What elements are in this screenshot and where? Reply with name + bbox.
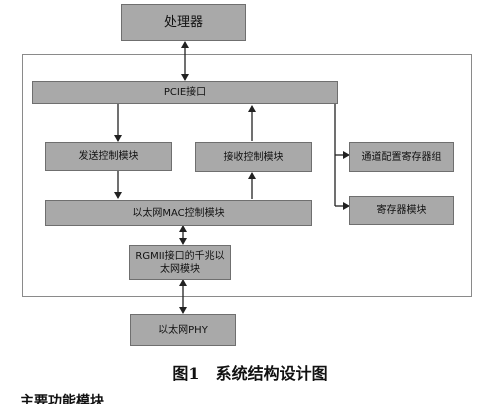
channel-config-label: 通道配置寄存器组 xyxy=(361,151,442,163)
register-module-label: 寄存器模块 xyxy=(376,205,427,216)
figure-number: 图1 xyxy=(172,364,200,383)
pcie-label: PCIE接口 xyxy=(163,87,207,98)
pcie-interface-block: PCIE接口 xyxy=(32,81,338,104)
figure-title: 系统结构设计图 xyxy=(215,364,328,383)
next-section-heading: 主要功能模块 xyxy=(20,394,104,404)
channel-config-register-block: 通道配置寄存器组 xyxy=(349,142,454,172)
ethernet-mac-control-block: 以太网MAC控制模块 xyxy=(45,200,312,226)
phy-label: 以太网PHY xyxy=(158,324,208,336)
processor-label: 处理器 xyxy=(163,15,203,30)
receive-control-block: 接收控制模块 xyxy=(195,142,312,172)
processor-block: 处理器 xyxy=(121,4,246,41)
send-control-label: 发送控制模块 xyxy=(78,151,139,162)
rgmii-label-line2: 太网模块 xyxy=(160,263,200,275)
register-module-block: 寄存器模块 xyxy=(349,196,454,225)
rgmii-label-line1: RGMII接口的千兆以 xyxy=(135,250,225,262)
ethernet-phy-block: 以太网PHY xyxy=(130,314,236,346)
mac-control-label: 以太网MAC控制模块 xyxy=(132,207,225,219)
figure-caption: 图1 系统结构设计图 xyxy=(0,360,500,384)
receive-control-label: 接收控制模块 xyxy=(223,151,284,163)
send-control-block: 发送控制模块 xyxy=(45,142,172,171)
system-boundary xyxy=(22,54,472,297)
rgmii-gigabit-ethernet-block: RGMII接口的千兆以 太网模块 xyxy=(129,245,231,280)
